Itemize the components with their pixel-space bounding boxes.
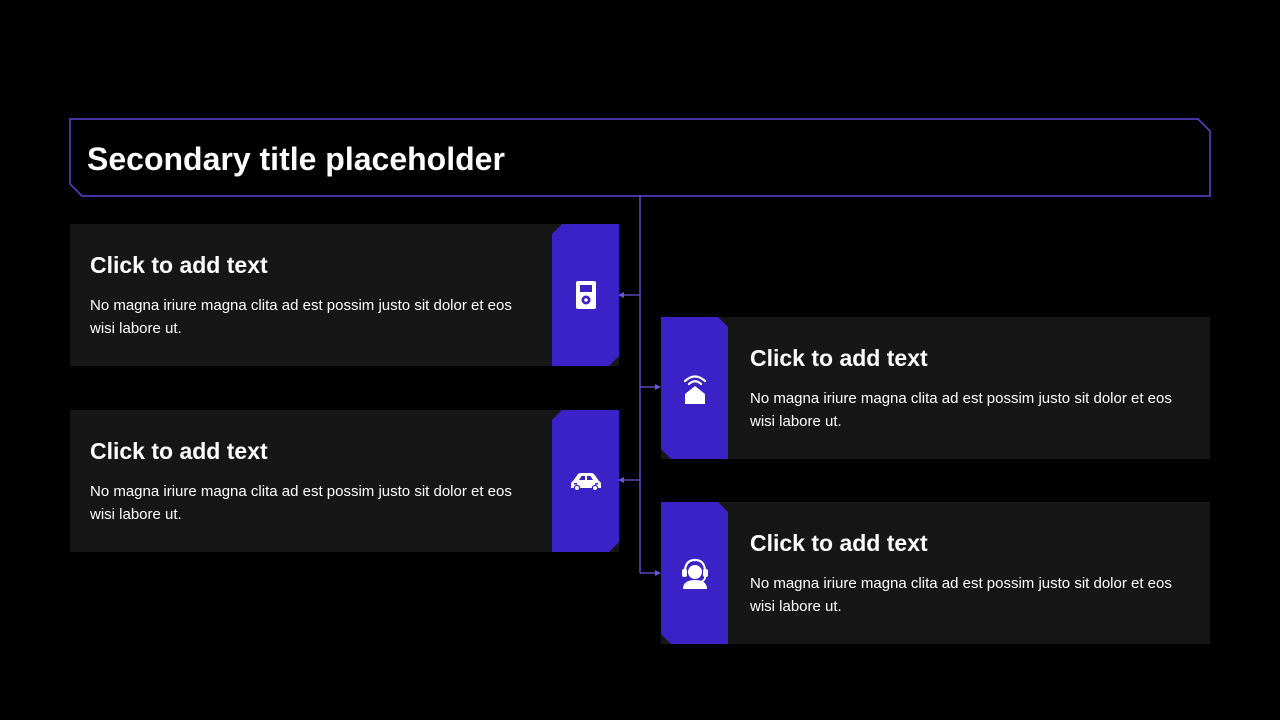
- card-1-body[interactable]: No magna iriure magna clita ad est possi…: [90, 297, 512, 337]
- card-3-icon-tab: [661, 317, 728, 459]
- card-2-text: Click to add text No magna iriure magna …: [90, 436, 530, 526]
- smart-home-icon: [682, 372, 708, 404]
- card-2-icon-tab: [552, 410, 619, 552]
- card-1-icon-tab: [552, 224, 619, 366]
- car-icon: [570, 470, 602, 492]
- card-3-body[interactable]: No magna iriure magna clita ad est possi…: [750, 390, 1172, 430]
- card-4-body[interactable]: No magna iriure magna clita ad est possi…: [750, 575, 1172, 615]
- media-player-icon: [575, 280, 597, 310]
- card-4-text: Click to add text No magna iriure magna …: [750, 528, 1190, 618]
- page-title[interactable]: Secondary title placeholder: [87, 141, 505, 177]
- card-4: Click to add text No magna iriure magna …: [661, 502, 1210, 644]
- card-2: Click to add text No magna iriure magna …: [70, 410, 619, 552]
- card-1-heading[interactable]: Click to add text: [90, 252, 268, 278]
- card-3-heading[interactable]: Click to add text: [750, 345, 928, 371]
- card-3: Click to add text No magna iriure magna …: [661, 317, 1210, 459]
- card-1-text: Click to add text No magna iriure magna …: [90, 250, 530, 340]
- card-3-text: Click to add text No magna iriure magna …: [750, 343, 1190, 433]
- card-2-body[interactable]: No magna iriure magna clita ad est possi…: [90, 483, 512, 523]
- card-1: Click to add text No magna iriure magna …: [70, 224, 619, 366]
- card-4-heading[interactable]: Click to add text: [750, 530, 928, 556]
- card-2-heading[interactable]: Click to add text: [90, 438, 268, 464]
- card-4-icon-tab: [661, 502, 728, 644]
- customer-service-icon: [680, 557, 710, 589]
